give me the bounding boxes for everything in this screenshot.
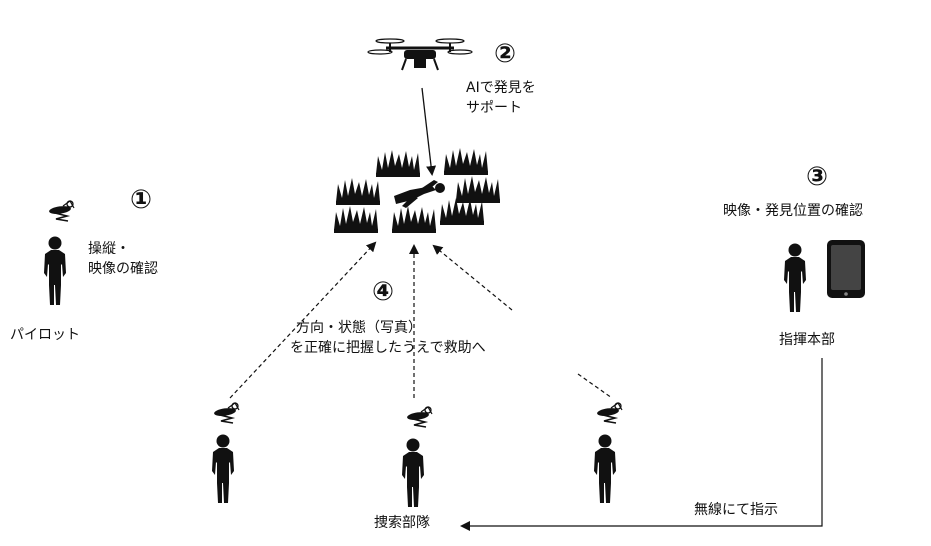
radio-instruction-arrow xyxy=(460,358,823,531)
rescue-label-line1: 方向・状態（写真） xyxy=(296,320,422,336)
pilot-task-line2: 映像の確認 xyxy=(88,261,158,277)
drone-icon xyxy=(367,38,473,71)
step-1-number: ① xyxy=(130,185,153,215)
tablet-icon xyxy=(827,240,865,298)
hq-task-label: 映像・発見位置の確認 xyxy=(723,203,863,219)
team-right-person-icon xyxy=(594,434,616,503)
step-4-number: ④ xyxy=(372,277,395,307)
pilot-person-icon xyxy=(44,236,66,305)
ai-support-line2: サポート xyxy=(466,100,522,116)
search-team-label: 捜索部隊 xyxy=(374,515,430,531)
hq-person-icon xyxy=(784,243,806,312)
team-center-person-icon xyxy=(402,438,424,507)
ai-support-line1: AIで発見を xyxy=(466,80,536,96)
rescue-label-line2: を正確に把握したうえで救助へ xyxy=(290,340,486,356)
team-left-controller-icon xyxy=(212,402,240,424)
rescue-arrow-left xyxy=(229,241,377,399)
drone-detection-arrow xyxy=(421,87,437,176)
step-2-number: ② xyxy=(494,39,517,69)
team-left-person-icon xyxy=(212,434,234,503)
hq-label: 指揮本部 xyxy=(779,332,835,348)
pilot-controller-icon xyxy=(47,200,75,222)
pilot-label: パイロット xyxy=(10,327,80,343)
team-right-controller-icon xyxy=(595,402,623,424)
rescue-arrow-right-lower xyxy=(577,373,613,399)
step-3-number: ③ xyxy=(806,162,829,192)
rescue-arrow-right xyxy=(432,244,513,311)
team-center-controller-icon xyxy=(405,406,433,428)
radio-instruction-label: 無線にて指示 xyxy=(694,502,778,518)
pilot-task-line1: 操縦・ xyxy=(88,241,130,257)
lying-person-icon xyxy=(394,180,445,208)
